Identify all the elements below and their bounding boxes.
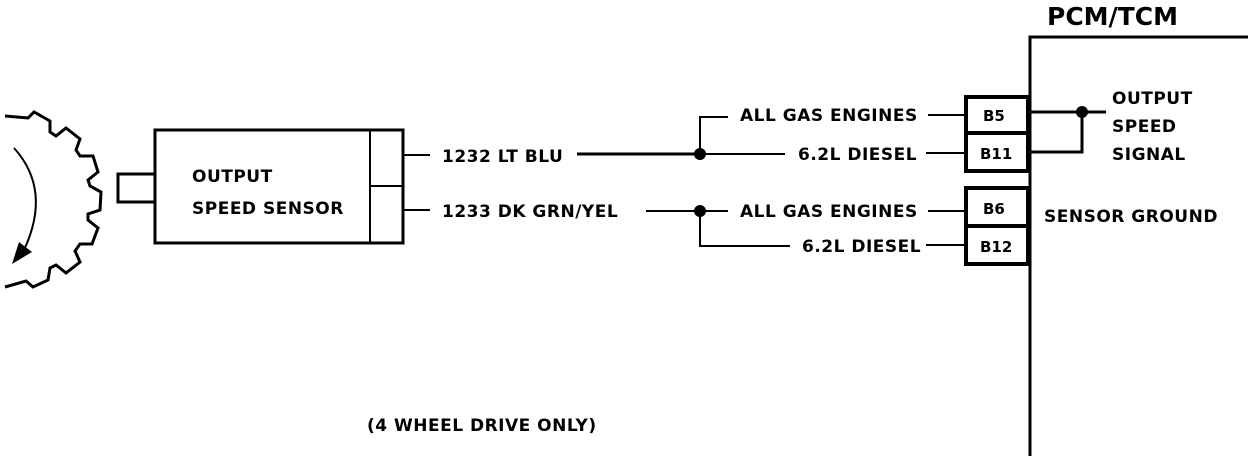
ground-gas-label: ALL GAS ENGINES	[740, 202, 918, 222]
output-signal-label-2: SPEED	[1112, 117, 1177, 137]
rotation-arrow-icon	[12, 147, 37, 264]
pin-b5	[964, 95, 1030, 135]
pcm-tcm-title: PCM/TCM	[1047, 2, 1178, 31]
four-wheel-drive-note: (4 WHEEL DRIVE ONLY)	[367, 416, 597, 436]
pin-b11-label: B11	[980, 145, 1012, 163]
reluctor-wheel-icon	[4, 110, 103, 289]
output-signal-label-3: SIGNAL	[1112, 145, 1186, 165]
pin-b12	[964, 224, 1030, 266]
output-signal-label-1: OUTPUT	[1112, 89, 1193, 109]
output-speed-sensor	[153, 128, 405, 245]
sensor-label-line1: OUTPUT	[192, 167, 273, 187]
pin-b6-label: B6	[983, 200, 1005, 218]
signal-gas-label: ALL GAS ENGINES	[740, 106, 918, 126]
pin-b11	[964, 131, 1030, 173]
ground-diesel-label: 6.2L DIESEL	[802, 237, 921, 257]
signal-diesel-label: 6.2L DIESEL	[798, 145, 917, 165]
internal-splice	[1076, 106, 1088, 118]
pcm-tcm-boundary	[1028, 35, 1248, 456]
pin-b12-label: B12	[980, 238, 1012, 256]
signal-gas-branch	[699, 116, 728, 154]
ground-wire-label: 1233 DK GRN/YEL	[442, 202, 618, 222]
sensor-ground-label: SENSOR GROUND	[1044, 207, 1218, 227]
output-speed-signal-internal	[1030, 112, 1084, 154]
pin-b5-label: B5	[983, 107, 1005, 125]
signal-wire-label: 1232 LT BLU	[442, 147, 563, 167]
sensor-label-line2: SPEED SENSOR	[192, 199, 344, 219]
ground-diesel-branch	[699, 211, 790, 247]
pin-b6	[964, 186, 1030, 228]
sensor-probe	[116, 172, 158, 204]
